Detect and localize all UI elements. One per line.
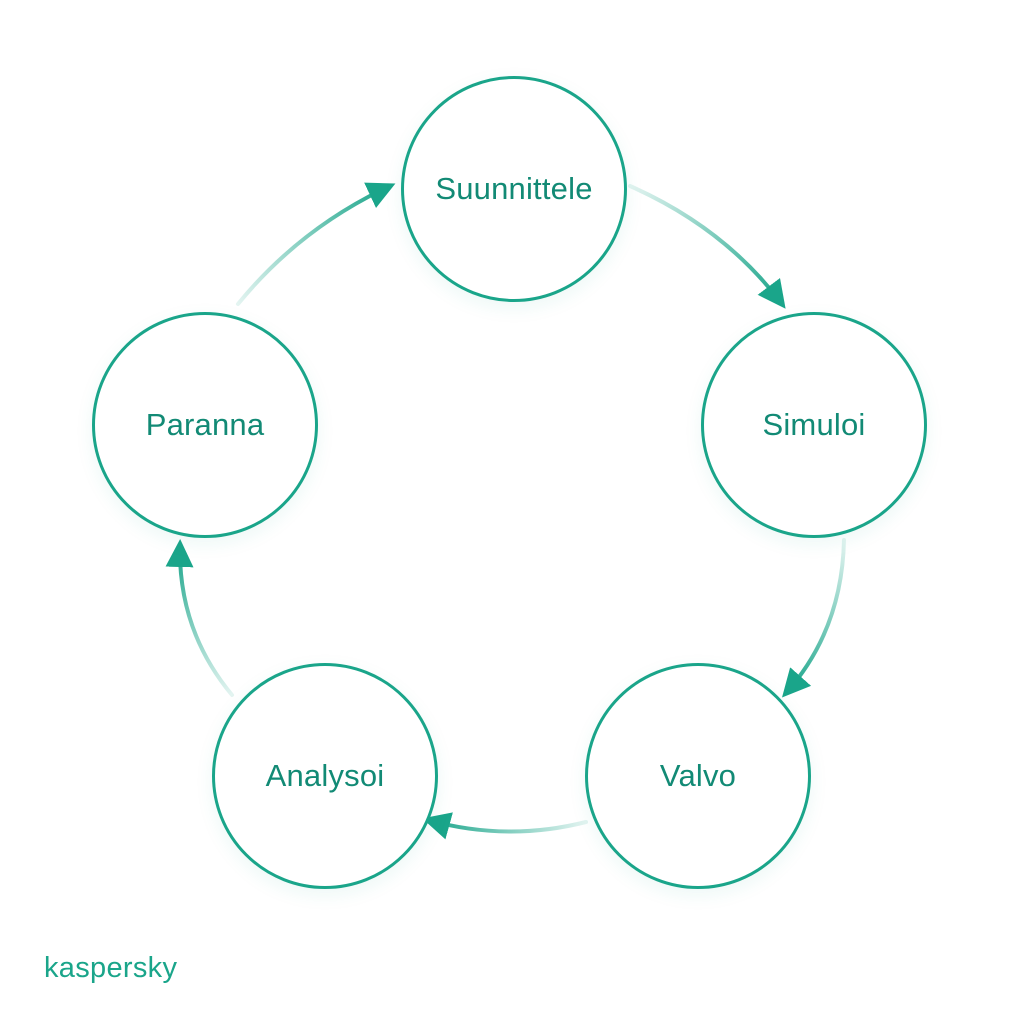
step-label: Paranna [145, 407, 265, 442]
arrow-paranna-to-suunnittele [236, 182, 396, 306]
step-node-valvo: Valvo [585, 663, 811, 889]
step-node-analysoi: Analysoi [212, 663, 438, 889]
step-label: Analysoi [265, 758, 385, 793]
kaspersky-logo: kaspersky [44, 952, 178, 984]
step-node-paranna: Paranna [92, 312, 318, 538]
step-label: Simuloi [762, 407, 866, 442]
arrow-analysoi-to-paranna [165, 539, 234, 697]
step-node-suunnittele: Suunnittele [401, 76, 627, 302]
arrow-simuloi-to-valvo [782, 538, 846, 698]
arrow-valvo-to-analysoi [422, 812, 588, 840]
step-label: Valvo [659, 758, 737, 793]
step-label: Suunnittele [435, 171, 593, 206]
arrow-suunnittele-to-simuloi [628, 184, 786, 309]
step-node-simuloi: Simuloi [701, 312, 927, 538]
